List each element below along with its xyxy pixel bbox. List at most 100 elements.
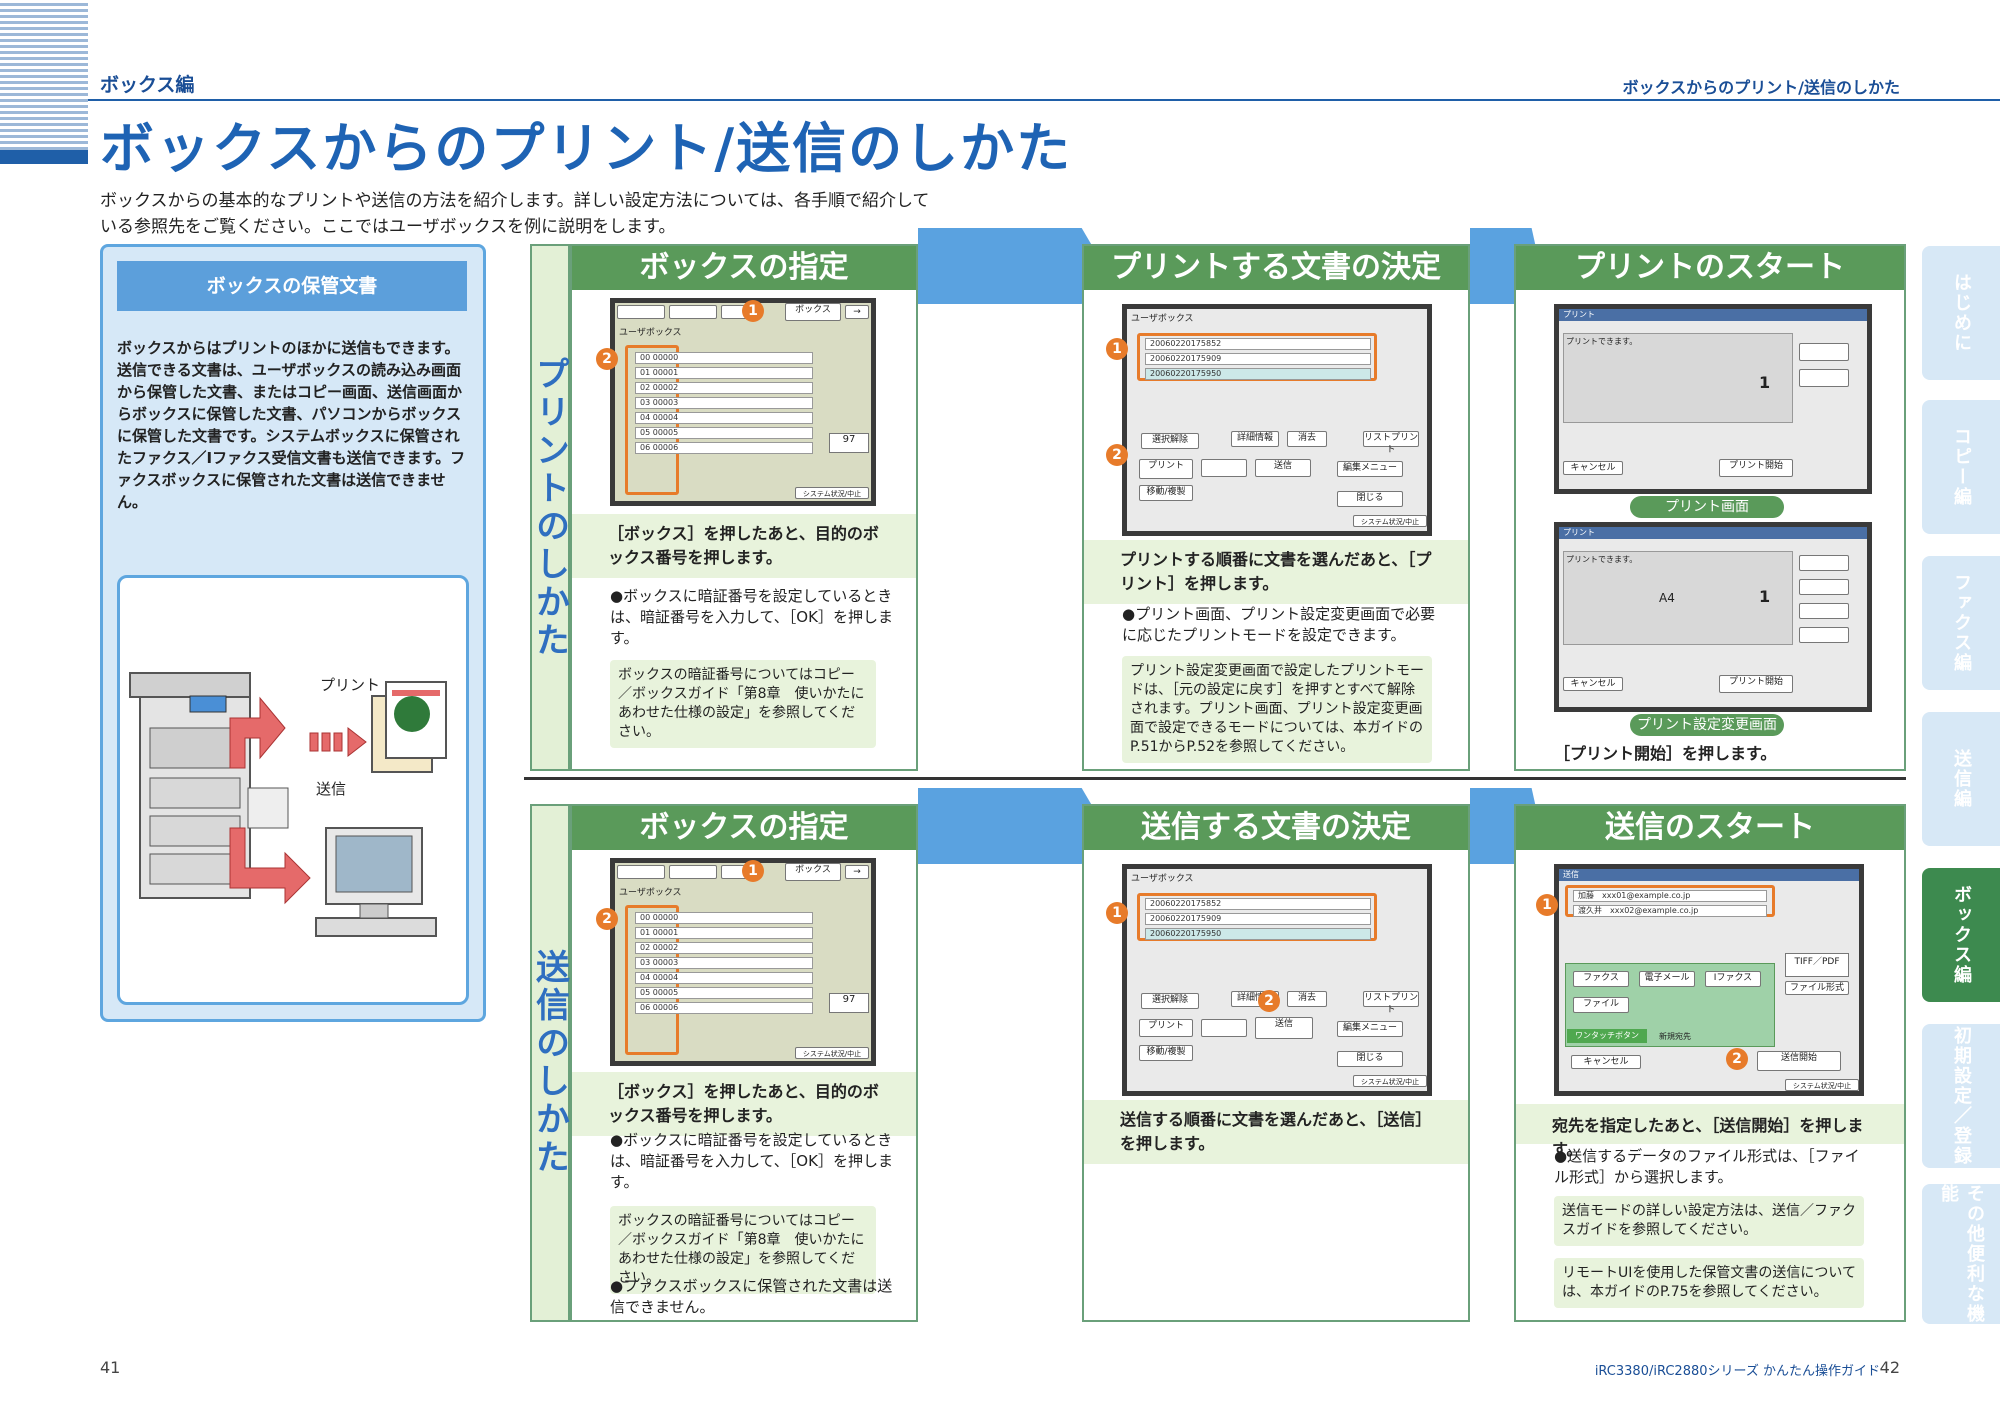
ifax-button[interactable]: Iファクス <box>1705 971 1761 987</box>
tab-other[interactable]: その他便利な機能 <box>1922 1184 2000 1324</box>
print-option-button[interactable] <box>1799 579 1849 595</box>
close-button[interactable]: 閉じる <box>1337 491 1403 507</box>
send-button[interactable]: 送信 <box>1255 459 1311 477</box>
doc-row[interactable]: 20060220175852 <box>1145 338 1371 350</box>
tab-copy[interactable]: コピー編 <box>1922 400 2000 534</box>
send-button[interactable]: 送信 <box>1255 1017 1313 1039</box>
send-screen: 送信 加藤 xxx01@example.co.jp 渡久井 xxx02@exam… <box>1554 864 1864 1096</box>
screen-tab-2[interactable] <box>669 305 717 319</box>
onetouch-tab[interactable]: ワンタッチボタン <box>1567 1029 1647 1043</box>
label-print: プリント <box>320 676 381 694</box>
select-cancel-button[interactable]: 選択解除 <box>1141 993 1199 1009</box>
print-button[interactable]: プリント <box>1139 459 1193 479</box>
box-button[interactable]: ボックス <box>785 863 841 881</box>
box-row[interactable]: 00 00000 <box>635 912 813 924</box>
send-step3-heading: 送信のスタート <box>1516 806 1904 850</box>
badge-2: 2 <box>1258 990 1280 1012</box>
doc-row[interactable]: 20060220175909 <box>1145 913 1371 925</box>
doc-list: 20060220175852 20060220175909 2006022017… <box>1139 895 1377 943</box>
box-row[interactable]: 03 00003 <box>635 957 813 969</box>
delete-button[interactable]: 消去 <box>1287 431 1327 447</box>
arrow-button[interactable]: → <box>845 305 869 319</box>
screen-tab-1[interactable] <box>617 865 665 879</box>
print-option-button[interactable] <box>1799 369 1849 387</box>
send-step3-body: ●送信するデータのファイル形式は、［ファイル形式］から選択します。 <box>1554 1147 1860 1186</box>
start-print-button[interactable]: プリント開始 <box>1719 459 1793 477</box>
print-option-button[interactable] <box>1799 343 1849 361</box>
flow-arrow <box>918 228 1104 304</box>
list-print-button[interactable]: リストプリント <box>1363 991 1419 1015</box>
box-row[interactable]: 02 00002 <box>635 382 813 394</box>
cancel-button[interactable]: キャンセル <box>1571 1055 1641 1069</box>
tab-hajimeni[interactable]: はじめに <box>1922 246 2000 380</box>
tab-fax[interactable]: ファクス編 <box>1922 556 2000 690</box>
tab-send[interactable]: 送信編 <box>1922 712 2000 846</box>
system-status-button[interactable]: システム状況/中止 <box>1353 1075 1427 1087</box>
print-option-button[interactable] <box>1799 555 1849 571</box>
screen-tab-1[interactable] <box>617 305 665 319</box>
select-cancel-button[interactable]: 選択解除 <box>1141 433 1199 449</box>
list-print-button[interactable]: リストプリント <box>1363 431 1419 455</box>
new-dest-tab[interactable]: 新規宛先 <box>1659 1032 1691 1041</box>
box-row[interactable]: 06 00006 <box>635 1002 813 1014</box>
system-status-button[interactable]: システム状況/中止 <box>1353 515 1427 527</box>
box-row[interactable]: 05 00005 <box>635 987 813 999</box>
box-row[interactable]: 05 00005 <box>635 427 813 439</box>
box-row[interactable]: 04 00004 <box>635 972 813 984</box>
dest-list: 加藤 xxx01@example.co.jp 渡久井 xxx02@example… <box>1567 887 1773 920</box>
arrow-button[interactable]: → <box>845 865 869 879</box>
start-send-button[interactable]: 送信開始 <box>1757 1051 1841 1071</box>
system-status-button[interactable]: システム状況/中止 <box>795 1047 869 1059</box>
section-label: ボックス編 <box>100 74 195 96</box>
print-screen-title: プリント <box>1559 309 1867 321</box>
badge-2: 2 <box>596 908 618 930</box>
cancel-button[interactable]: キャンセル <box>1563 461 1623 475</box>
delete-button[interactable]: 消去 <box>1287 991 1327 1007</box>
box-row[interactable]: 02 00002 <box>635 942 813 954</box>
flow-arrow <box>918 788 1104 864</box>
box-row[interactable]: 06 00006 <box>635 442 813 454</box>
tab-settings[interactable]: 初期設定／登録 <box>1922 1024 2000 1168</box>
file-format-button[interactable]: ファイル形式 <box>1785 981 1849 995</box>
doc-row[interactable]: 20060220175852 <box>1145 898 1371 910</box>
start-print-button[interactable]: プリント開始 <box>1719 675 1793 693</box>
move-copy-button[interactable]: 移動/複製 <box>1139 485 1193 501</box>
email-button[interactable]: 電子メール <box>1639 971 1695 987</box>
copies-value: 1 <box>1759 587 1771 606</box>
box-row[interactable]: 04 00004 <box>635 412 813 424</box>
merge-button[interactable] <box>1201 1019 1247 1037</box>
illustration-frame: プリント 送信 <box>117 575 469 1005</box>
print-option-button[interactable] <box>1799 627 1849 643</box>
box-button[interactable]: ボックス <box>785 303 841 321</box>
file-button[interactable]: ファイル <box>1573 997 1629 1013</box>
print-option-button[interactable] <box>1799 603 1849 619</box>
print-step2-note: プリント設定変更画面で設定したプリントモードは、［元の設定に戻す］を押すとすべて… <box>1122 656 1432 763</box>
print-button[interactable]: プリント <box>1139 1019 1193 1037</box>
box-row[interactable]: 01 00001 <box>635 367 813 379</box>
edit-menu-button[interactable]: 編集メニュー <box>1337 461 1403 477</box>
move-copy-button[interactable]: 移動/複製 <box>1139 1045 1193 1061</box>
detail-button[interactable]: 詳細情報 <box>1231 431 1279 447</box>
send-step3-note1: 送信モードの詳しい設定方法は、送信／ファクスガイドを参照してください。 <box>1554 1196 1864 1246</box>
tab-box[interactable]: ボックス編 <box>1922 868 2000 1002</box>
box-row[interactable]: 01 00001 <box>635 927 813 939</box>
cancel-button[interactable]: キャンセル <box>1563 677 1623 691</box>
edit-menu-button[interactable]: 編集メニュー <box>1337 1021 1403 1037</box>
dest-row[interactable]: 渡久井 xxx02@example.co.jp <box>1573 905 1767 917</box>
dest-row[interactable]: 加藤 xxx01@example.co.jp <box>1573 890 1767 902</box>
send-step3-panel: 送信のスタート 送信 加藤 xxx01@example.co.jp 渡久井 xx… <box>1514 804 1906 1322</box>
merge-button[interactable] <box>1201 459 1247 477</box>
screen-tab-2[interactable] <box>669 865 717 879</box>
close-button[interactable]: 閉じる <box>1337 1051 1403 1067</box>
doc-row[interactable]: 20060220175909 <box>1145 353 1371 365</box>
box-row[interactable]: 00 00000 <box>635 352 813 364</box>
doc-row[interactable]: 20060220175950 <box>1145 368 1371 380</box>
box-row[interactable]: 03 00003 <box>635 397 813 409</box>
section-divider <box>524 777 1906 780</box>
system-status-button[interactable]: システム状況/中止 <box>1785 1079 1859 1091</box>
send-flow-band: 送信のしかた <box>530 804 570 1322</box>
system-status-button[interactable]: システム状況/中止 <box>795 487 869 499</box>
doc-row[interactable]: 20060220175950 <box>1145 928 1371 940</box>
header-stripe <box>0 0 88 165</box>
fax-button[interactable]: ファクス <box>1573 971 1629 987</box>
